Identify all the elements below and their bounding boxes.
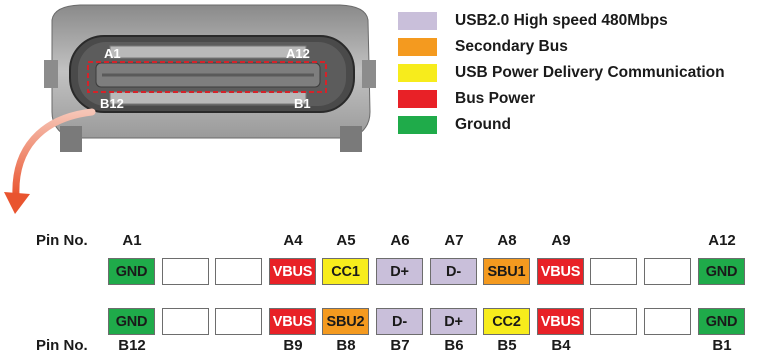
top-pin-3 [215, 258, 262, 285]
top-pin-10 [590, 258, 637, 285]
bottom-pin-label-4: B9 [283, 337, 303, 354]
legend-item-power-delivery: USB Power Delivery Communication [398, 60, 725, 86]
bottom-pin-10 [590, 308, 637, 335]
top-pin-label-9: A9 [551, 232, 571, 249]
top-pin-label-8: A8 [497, 232, 517, 249]
legend-swatch [398, 12, 437, 30]
bottom-pin-9: VBUS [537, 308, 584, 335]
bottom-pin-12: GND [698, 308, 745, 335]
bottom-pin-11 [644, 308, 691, 335]
top-pin-label-6: A6 [390, 232, 410, 249]
connector-label-b12: B12 [100, 96, 124, 111]
top-pin-7: D- [430, 258, 477, 285]
top-pin-label-row: Pin No. A1 A4 A5 A6 A7 A8 A9 A12 [0, 232, 770, 252]
legend-item-secondary-bus: Secondary Bus [398, 34, 725, 60]
top-pin-2 [162, 258, 209, 285]
bottom-pin-label-1: B12 [118, 337, 146, 354]
pin-no-title-top: Pin No. [36, 232, 88, 249]
top-pin-label-5: A5 [336, 232, 356, 249]
bottom-pin-5: SBU2 [322, 308, 369, 335]
top-pin-label-4: A4 [283, 232, 303, 249]
connector-label-a12: A12 [286, 46, 310, 61]
top-pin-label-12: A12 [708, 232, 736, 249]
bottom-pin-label-row: Pin No. B12 B9 B8 B7 B6 B5 B4 B1 [0, 337, 770, 357]
top-pin-12: GND [698, 258, 745, 285]
bottom-pin-2 [162, 308, 209, 335]
pin-no-title-bottom: Pin No. [36, 337, 88, 354]
legend-label: USB Power Delivery Communication [455, 64, 725, 81]
bottom-pin-3 [215, 308, 262, 335]
top-pin-11 [644, 258, 691, 285]
legend-label: Bus Power [455, 90, 536, 107]
usb-c-connector-image: A1 A12 B12 B1 [44, 4, 376, 152]
legend-item-bus-power: Bus Power [398, 86, 725, 112]
bottom-pin-8: CC2 [483, 308, 530, 335]
bottom-pin-label-5: B8 [336, 337, 356, 354]
bottom-pin-label-7: B6 [444, 337, 464, 354]
bottom-pin-label-6: B7 [390, 337, 410, 354]
bottom-pin-6: D- [376, 308, 423, 335]
legend-swatch [398, 64, 437, 82]
legend-label: Secondary Bus [455, 38, 568, 55]
bottom-pin-1: GND [108, 308, 155, 335]
legend: USB2.0 High speed 480Mbps Secondary Bus … [398, 8, 725, 138]
legend-label: Ground [455, 116, 511, 133]
legend-swatch [398, 116, 437, 134]
top-pin-8: SBU1 [483, 258, 530, 285]
legend-label: USB2.0 High speed 480Mbps [455, 12, 668, 29]
curved-arrow-icon [4, 108, 96, 214]
legend-item-ground: Ground [398, 112, 725, 138]
top-pin-4: VBUS [269, 258, 316, 285]
legend-item-usb2: USB2.0 High speed 480Mbps [398, 8, 725, 34]
connector-label-b1: B1 [294, 96, 311, 111]
bottom-pin-label-8: B5 [497, 337, 517, 354]
legend-swatch [398, 38, 437, 56]
legend-swatch [398, 90, 437, 108]
bottom-pin-4: VBUS [269, 308, 316, 335]
top-pin-label-7: A7 [444, 232, 464, 249]
top-pin-9: VBUS [537, 258, 584, 285]
top-pin-label-1: A1 [122, 232, 142, 249]
top-pin-1: GND [108, 258, 155, 285]
bottom-pin-label-12: B1 [712, 337, 732, 354]
bottom-pin-7: D+ [430, 308, 477, 335]
top-pin-6: D+ [376, 258, 423, 285]
top-pin-5: CC1 [322, 258, 369, 285]
bottom-pin-label-9: B4 [551, 337, 571, 354]
connector-label-a1: A1 [104, 46, 121, 61]
